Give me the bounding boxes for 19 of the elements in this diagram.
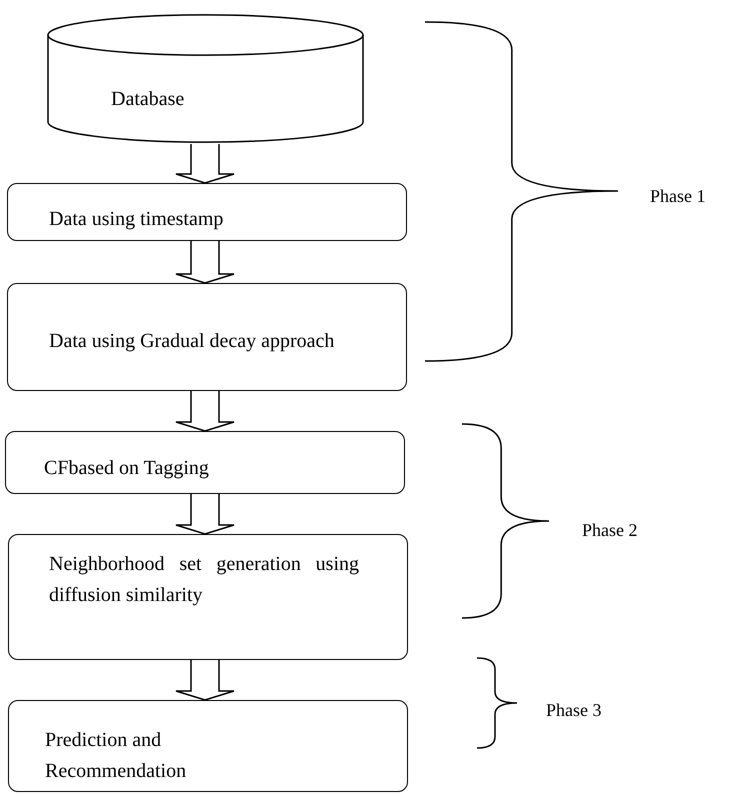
process-box [8, 534, 408, 660]
node-text: Data using timestamp [49, 207, 224, 232]
phase-label: Phase 1 [650, 185, 706, 208]
node-text: Data using Gradual decay approach [49, 329, 336, 354]
block-arrow [175, 493, 235, 535]
phase-label: Phase 3 [546, 699, 602, 722]
process-box [7, 183, 407, 241]
process-box [8, 700, 408, 792]
process-box [7, 283, 407, 391]
node-text: Neighborhood set generation using diffusion similarity [49, 552, 359, 608]
node-text: Database [111, 87, 186, 112]
block-arrow [175, 390, 235, 432]
node-text: Prediction and Recommendation [45, 728, 188, 784]
node-text: CFbased on Tagging [44, 456, 210, 481]
block-arrow [175, 143, 235, 184]
process-box [5, 431, 405, 494]
block-arrow [175, 659, 235, 701]
phase-label: Phase 2 [582, 519, 638, 542]
block-arrow [175, 240, 235, 284]
